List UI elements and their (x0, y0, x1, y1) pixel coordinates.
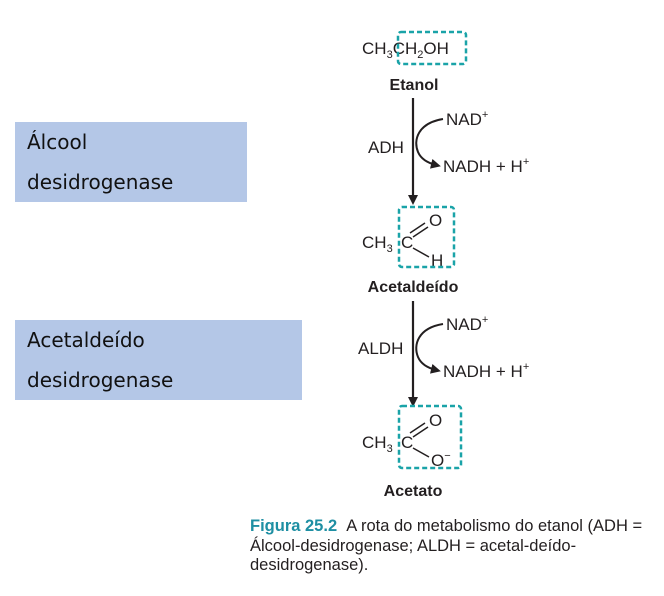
double-bond-line (409, 422, 426, 434)
single-bond-line (412, 447, 430, 458)
enzyme-abbrev-adh: ADH (368, 138, 404, 157)
acetate-oxide: O− (431, 450, 451, 470)
figure-number: Figura 25.2 (250, 517, 338, 535)
acetaldehyde-oxygen: O (429, 211, 442, 230)
cofactor-out-2: NADH + H+ (443, 361, 529, 381)
acetate-ch3: CH3 (362, 433, 393, 455)
cofactor-curve-arrow-1 (415, 118, 444, 169)
acetate-group-highlight (397, 404, 463, 470)
figure-caption: Figura 25.2 A rota do metabolismo do eta… (250, 517, 660, 576)
ethanol-molecule: CH3CH2OH Etanol (362, 30, 468, 94)
acetaldehyde-hydrogen: H (431, 251, 443, 270)
enzyme-label-text: Álcool desidrogenase (27, 130, 174, 194)
ethanol-name: Etanol (390, 77, 439, 94)
ethanol-formula-c: OH (423, 39, 449, 58)
acetaldehyde-ch3: CH3 (362, 233, 393, 255)
acetate-name: Acetato (384, 483, 443, 500)
acetaldehyde-carbon: C (401, 233, 413, 252)
acetate-molecule: CH3 C O O− Acetato (362, 404, 463, 500)
double-bond-line (412, 226, 429, 238)
acetaldehyde-group-highlight (397, 205, 456, 269)
reaction-step-1: ADH NAD+ NADH + H+ (368, 98, 529, 205)
enzyme-abbrev-aldh: ALDH (358, 339, 403, 358)
acetaldehyde-molecule: CH3 C O H Acetaldeído (362, 205, 459, 296)
ethanol-sub3: 3 (387, 49, 393, 61)
ethanol-sub2: 2 (417, 49, 423, 61)
acetaldehyde-name: Acetaldeído (368, 279, 459, 296)
ethanol-formula-b: CH (393, 39, 418, 58)
ethanol-hydroxyl-highlight (396, 30, 468, 66)
cofactor-in-1: NAD+ (446, 109, 488, 129)
enzyme-label-acetaldehyde-dehydrogenase: Acetaldeído desidrogenase (15, 320, 302, 400)
caption-text: A rota do metabolismo do etanol (ADH = Á… (250, 517, 643, 575)
cofactor-in-2: NAD+ (446, 314, 488, 334)
enzyme-label-text: Acetaldeído desidrogenase (27, 328, 174, 392)
ethanol-formula-a: CH (362, 39, 387, 58)
double-bond-line (409, 222, 426, 234)
cofactor-curve-arrow-2 (415, 323, 444, 374)
double-bond-line (412, 426, 429, 438)
svg-text:CH3CH2OH: CH3CH2OH (362, 39, 449, 61)
acetate-carbon: C (401, 433, 413, 452)
enzyme-label-alcohol-dehydrogenase: Álcool desidrogenase (15, 122, 247, 202)
cofactor-out-1: NADH + H+ (443, 156, 529, 176)
single-bond-line (412, 247, 430, 258)
acetate-oxygen: O (429, 411, 442, 430)
reaction-step-2: ALDH NAD+ NADH + H+ (358, 301, 529, 407)
